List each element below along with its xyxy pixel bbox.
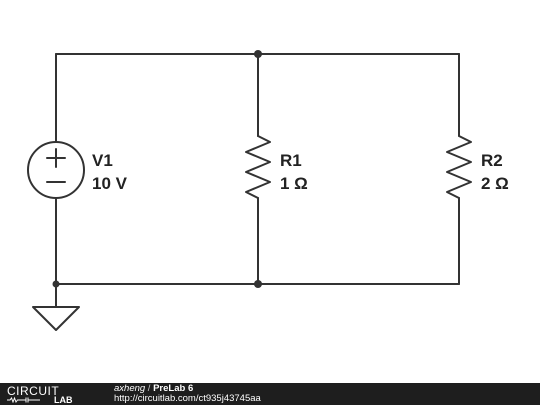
r1-name-label: R1	[280, 151, 302, 170]
circuit-title-link[interactable]: PreLab 6	[153, 383, 194, 394]
circuitlab-logo[interactable]: CIRCUIT LAB	[6, 385, 98, 403]
footer-title-line: axheng / PreLab 6	[114, 384, 261, 394]
v1-name-label: V1	[92, 151, 113, 170]
circuit-schematic: V1 10 V R1 1 Ω R2 2 Ω	[27, 50, 509, 331]
junction-dot-top	[254, 50, 262, 58]
author-link[interactable]: axheng	[114, 383, 146, 394]
voltage-source-v1	[27, 141, 85, 199]
r2-name-label: R2	[481, 151, 503, 170]
r1-value-label: 1 Ω	[280, 174, 308, 193]
logo-top-text: CIRCUIT	[7, 385, 59, 398]
circuit-url-link[interactable]: http://circuitlab.com/ct935j43745aa	[114, 393, 261, 404]
r1-zigzag	[245, 135, 271, 199]
footer-info: axheng / PreLab 6 http://circuitlab.com/…	[114, 384, 261, 404]
v1-value-label: 10 V	[92, 174, 128, 193]
junction-dot-bottom-left	[52, 280, 60, 288]
junction-dot-bottom-middle	[254, 280, 262, 288]
breadcrumb-separator: /	[145, 383, 154, 394]
plus-sign	[46, 148, 66, 168]
ground-symbol	[32, 306, 80, 331]
logo-bottom-text: LAB	[54, 395, 73, 403]
logo-circuit-icon	[7, 396, 40, 403]
r2-value-label: 2 Ω	[481, 174, 509, 193]
r2-zigzag	[446, 135, 472, 199]
footer-bar: CIRCUIT LAB axheng / PreLab 6 http://cir…	[0, 383, 540, 405]
